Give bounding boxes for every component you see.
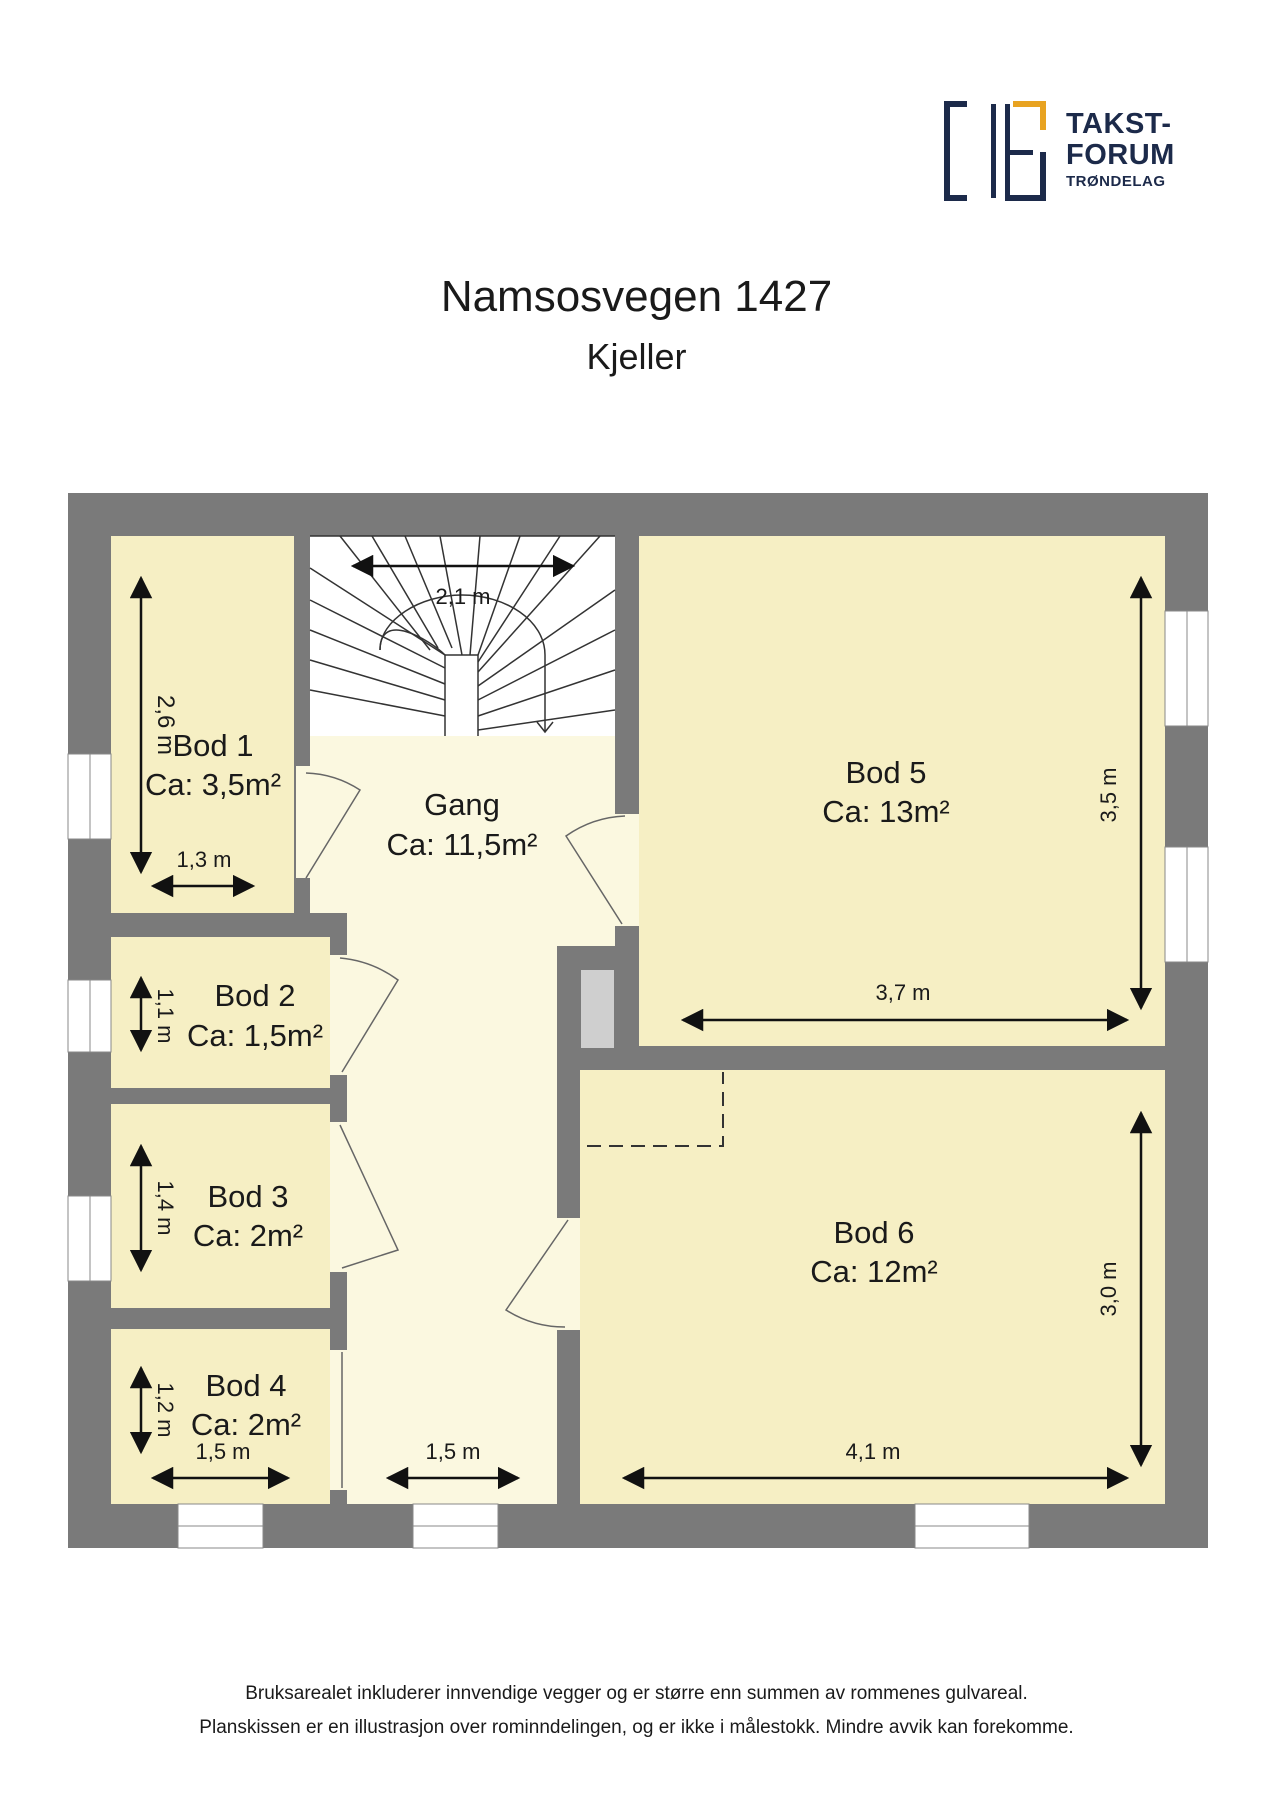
footer-note-area: Bruksarealet inkluderer innvendige vegge… — [245, 1683, 1028, 1704]
bod1-name: Bod 1 — [172, 728, 253, 763]
plan-title: Namsosvegen 1427 — [440, 272, 833, 321]
dimension-arrows — [129, 575, 1153, 1490]
gang-name: Gang — [424, 787, 500, 822]
logo-line-3: TRØNDELAG — [1066, 173, 1166, 190]
logo-line-2: FORUM — [1066, 139, 1175, 171]
bod3-name: Bod 3 — [207, 1179, 288, 1214]
bod2-height-label: 1,1 m — [153, 988, 178, 1043]
bod5-height-label: 3,5 m — [1096, 767, 1121, 822]
bod4-name: Bod 4 — [205, 1368, 286, 1403]
doors — [296, 766, 639, 1490]
floor-name: Kjeller — [586, 336, 687, 377]
bod6-height-label: 3,0 m — [1096, 1261, 1121, 1316]
bod4-height-label: 1,2 m — [153, 1382, 178, 1437]
bod4-area: Ca: 2m² — [191, 1407, 301, 1442]
shaft — [581, 970, 614, 1048]
bod6-floor — [580, 1070, 1165, 1504]
gang-area: Ca: 11,5m² — [386, 827, 537, 862]
windows — [67, 610, 1209, 1549]
bod6-width-label: 4,1 m — [845, 1439, 900, 1464]
bod5-area: Ca: 13m² — [822, 794, 949, 829]
bod4-width-label: 1,5 m — [195, 1439, 250, 1464]
bod1-width-label: 1,3 m — [176, 847, 231, 872]
bod6-area: Ca: 12m² — [810, 1254, 937, 1289]
bod2-name: Bod 2 — [214, 978, 295, 1013]
bod1-area: Ca: 3,5m² — [145, 767, 281, 802]
bod5-name: Bod 5 — [845, 755, 926, 790]
bod5-width-label: 3,7 m — [875, 980, 930, 1005]
takstforum-logo-icon — [944, 101, 1046, 201]
logo-line-1: TAKST- — [1066, 108, 1172, 140]
bod6-name: Bod 6 — [833, 1215, 914, 1250]
gang-width-label: 1,5 m — [425, 1439, 480, 1464]
stair-width-label: 2,1 m — [435, 584, 490, 609]
logo-text: TAKST- FORUM TRØNDELAG — [1066, 108, 1175, 190]
bod5-floor — [639, 536, 1165, 1046]
bod1-height-label: 2,6 m — [152, 695, 179, 755]
dashed-area-outline — [587, 1072, 724, 1147]
bod3-height-label: 1,4 m — [153, 1180, 178, 1235]
bod2-area: Ca: 1,5m² — [187, 1018, 323, 1053]
footer-note-disclaimer: Planskissen er en illustrasjon over romi… — [199, 1717, 1074, 1738]
bod3-area: Ca: 2m² — [193, 1218, 303, 1253]
